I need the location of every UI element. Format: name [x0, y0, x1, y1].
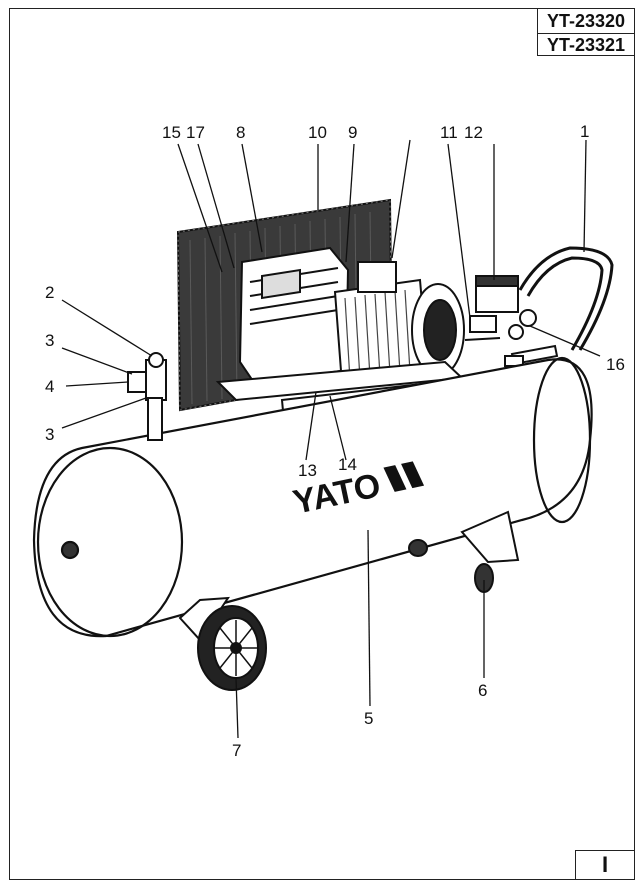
- callout-3: 3: [45, 331, 54, 350]
- pump-head: [238, 246, 350, 386]
- air-tank: [32, 356, 593, 638]
- model-number-2: YT-23321: [538, 33, 634, 56]
- callout-5: 5: [364, 709, 373, 728]
- callout-6: 6: [478, 681, 487, 700]
- callout-12: 12: [464, 123, 483, 142]
- callout-2: 2: [45, 283, 54, 302]
- pressure-switch: [464, 275, 537, 341]
- callout-14: 14: [338, 455, 357, 474]
- callout-8: 8: [236, 123, 245, 142]
- page-number: I: [575, 850, 635, 880]
- callout-3-lower: 3: [45, 425, 54, 444]
- callout-7: 7: [232, 741, 241, 760]
- safety-valve-assembly: [127, 352, 167, 441]
- model-number-box: YT-23320 YT-23321: [537, 8, 635, 56]
- page-frame: [9, 8, 635, 880]
- callout-10: 10: [308, 123, 327, 142]
- callout-1: 1: [580, 122, 589, 141]
- model-number-1: YT-23320: [546, 11, 626, 31]
- castor-wheel: [408, 510, 520, 593]
- leader-lines: [61, 139, 601, 739]
- handle: [518, 246, 614, 351]
- callout-13: 13: [298, 461, 317, 480]
- electric-motor: [333, 261, 465, 386]
- callout-16: 16: [606, 355, 625, 374]
- callout-17: 17: [186, 123, 205, 142]
- front-wheel: [178, 596, 267, 691]
- callout-labels: 1 2 3 3 4 5 6 7 8 9 10 11 12 13 14 15 16…: [45, 122, 625, 760]
- callout-15: 15: [162, 123, 181, 142]
- callout-4: 4: [45, 377, 54, 396]
- callout-11: 11: [440, 123, 458, 142]
- callout-9: 9: [348, 123, 357, 142]
